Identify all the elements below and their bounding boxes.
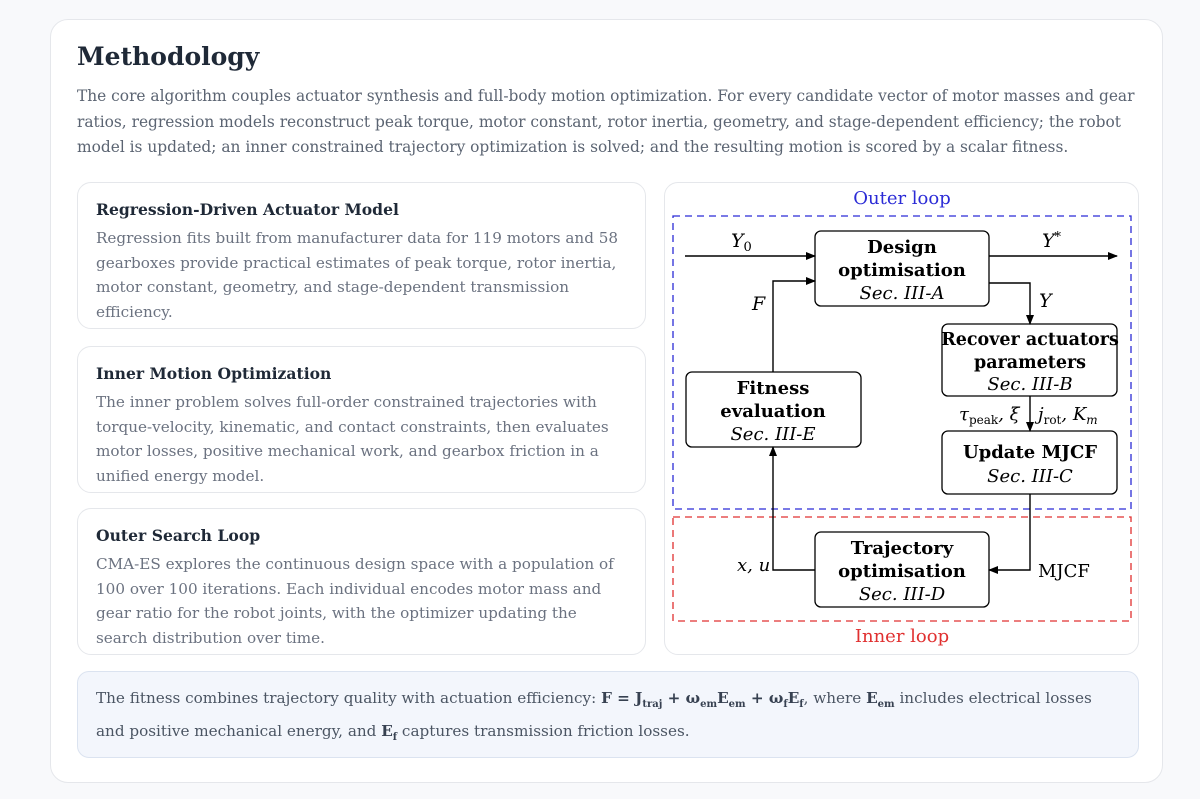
note-text: includes electrical losses and positive … [96, 689, 1092, 741]
box-title: parameters [974, 353, 1086, 373]
panel-actuator-model: Regression-Driven Actuator Model Regress… [77, 182, 646, 329]
outer-loop-region [672, 215, 1132, 510]
e-f-symbol: Ef [381, 722, 398, 744]
label-upsilon: Υ [1039, 290, 1054, 312]
arrow-fitness-to-design [772, 277, 816, 372]
panel-body: Regression fits built from manufacturer … [96, 229, 619, 321]
label-upsilon-star: Υ* [1042, 230, 1062, 252]
box-title: evaluation [720, 401, 825, 422]
intro-paragraph: The core algorithm couples actuator synt… [77, 87, 1135, 156]
panel-inner-motion: Inner Motion Optimization The inner prob… [77, 346, 646, 493]
panel-body: The inner problem solves full-order cons… [96, 393, 609, 485]
box-title: Recover actuators [941, 330, 1119, 350]
trajectory-optimisation-box: Trajectory optimisation Sec. III-D [814, 531, 990, 608]
note-text: captures transmission friction losses. [397, 722, 690, 741]
method-diagram: Outer loop Inner loop Design optimisatio… [664, 182, 1139, 655]
box-title: optimisation [838, 260, 966, 281]
methodology-card: Methodology The core algorithm couples a… [50, 19, 1163, 783]
box-title: Fitness [737, 378, 810, 399]
box-ref: Sec. III-D [859, 584, 946, 605]
fitness-note: The fitness combines trajectory quality … [77, 671, 1139, 758]
panel-title: Outer Search Loop [96, 526, 261, 545]
inner-loop-region [672, 516, 1132, 622]
arrow-mjcf-to-trajectory [988, 494, 1031, 574]
box-title: optimisation [838, 561, 966, 582]
arrow-trajectory-to-fitness [769, 446, 815, 571]
box-title: Design [867, 237, 937, 258]
recover-actuators-box: Recover actuators parameters Sec. III-B [941, 323, 1119, 397]
panel-title: Regression-Driven Actuator Model [96, 200, 399, 219]
update-mjcf-box: Update MJCF Sec. III-C [941, 430, 1118, 495]
page-title: Methodology [77, 42, 260, 71]
outer-loop-label: Outer loop [853, 188, 951, 209]
inner-loop-label: Inner loop [855, 626, 949, 647]
fitness-evaluation-box: Fitness evaluation Sec. III-E [685, 371, 862, 448]
box-ref: Sec. III-E [730, 424, 815, 445]
box-ref: Sec. III-B [987, 374, 1072, 395]
box-ref: Sec. III-A [860, 283, 945, 304]
fitness-formula: F = Jtraj + ωemEem + ωfEf [601, 689, 804, 711]
box-ref: Sec. III-C [987, 466, 1073, 487]
label-tau-peak: τpeak, ξ [959, 404, 1021, 427]
e-em-symbol: Eem [866, 689, 895, 711]
label-mjcf: MJCF [1038, 561, 1090, 582]
panel-outer-search: Outer Search Loop CMA-ES explores the co… [77, 508, 646, 655]
label-jrot-km: jrot, Km [1034, 404, 1098, 427]
label-upsilon-0: Υ0 [731, 230, 752, 255]
panel-title: Inner Motion Optimization [96, 364, 332, 383]
label-fitness-F: F [751, 293, 766, 315]
box-title: Update MJCF [963, 442, 1097, 463]
note-text: , where [803, 689, 867, 707]
box-title: Trajectory [851, 538, 954, 559]
design-optimisation-box: Design optimisation Sec. III-A [814, 230, 990, 307]
label-x-u: x, u [737, 555, 770, 576]
note-text: The fitness combines trajectory quality … [96, 689, 602, 707]
arrow-design-to-recover [989, 282, 1034, 325]
diagram-svg: Outer loop Inner loop Design optimisatio… [672, 188, 1132, 647]
panel-body: CMA-ES explores the continuous design sp… [96, 555, 614, 647]
